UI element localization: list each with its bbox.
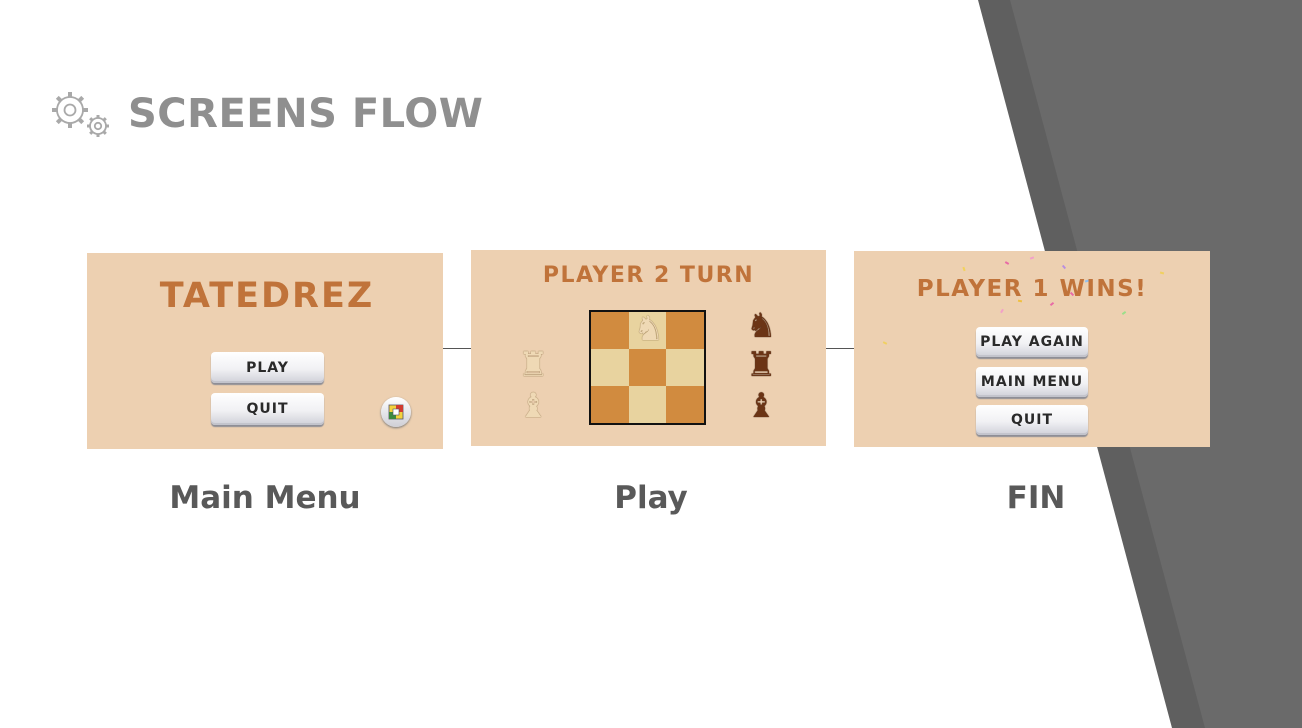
main-menu-caption: Main Menu bbox=[169, 480, 361, 516]
quit-button[interactable]: QUIT bbox=[211, 393, 324, 425]
play-button[interactable]: PLAY bbox=[211, 352, 324, 383]
game-board: ♞ bbox=[589, 310, 706, 425]
knight-icon[interactable]: ♞ bbox=[633, 309, 665, 349]
flow-connector-1 bbox=[443, 348, 471, 349]
board-cell[interactable] bbox=[666, 312, 704, 349]
board-cell[interactable] bbox=[628, 349, 667, 386]
rook-icon[interactable]: ♜ bbox=[518, 345, 549, 385]
main-menu-button[interactable]: MAIN MENU bbox=[976, 367, 1088, 397]
flow-connector-2 bbox=[826, 348, 854, 349]
slide-title: SCREENS FLOW bbox=[128, 91, 484, 137]
game-title: TATEDREZ bbox=[159, 276, 375, 316]
bishop-icon[interactable]: ♝ bbox=[746, 386, 777, 426]
winner-label: PLAYER 1 WINS! bbox=[916, 276, 1148, 302]
rook-icon[interactable]: ♜ bbox=[746, 345, 777, 385]
gears-icon bbox=[52, 92, 109, 137]
turn-label: PLAYER 2 TURN bbox=[542, 263, 755, 288]
board-cell[interactable] bbox=[666, 386, 704, 423]
board-cell[interactable] bbox=[591, 312, 629, 349]
fin-caption: FIN bbox=[1006, 480, 1066, 516]
board-cell[interactable] bbox=[591, 386, 629, 423]
knight-icon[interactable]: ♞ bbox=[746, 306, 777, 346]
flag-icon bbox=[388, 404, 404, 420]
board-cell[interactable] bbox=[628, 386, 667, 423]
quit-button[interactable]: QUIT bbox=[976, 405, 1088, 435]
board-cell[interactable] bbox=[591, 349, 629, 386]
slide-header: SCREENS FLOW bbox=[46, 88, 483, 140]
language-button[interactable] bbox=[381, 397, 411, 427]
bishop-icon[interactable]: ♝ bbox=[518, 386, 549, 426]
play-caption: Play bbox=[614, 480, 688, 516]
board-cell[interactable]: ♞ bbox=[628, 309, 667, 349]
board-cell[interactable] bbox=[666, 349, 704, 386]
play-again-button[interactable]: PLAY AGAIN bbox=[976, 327, 1088, 357]
